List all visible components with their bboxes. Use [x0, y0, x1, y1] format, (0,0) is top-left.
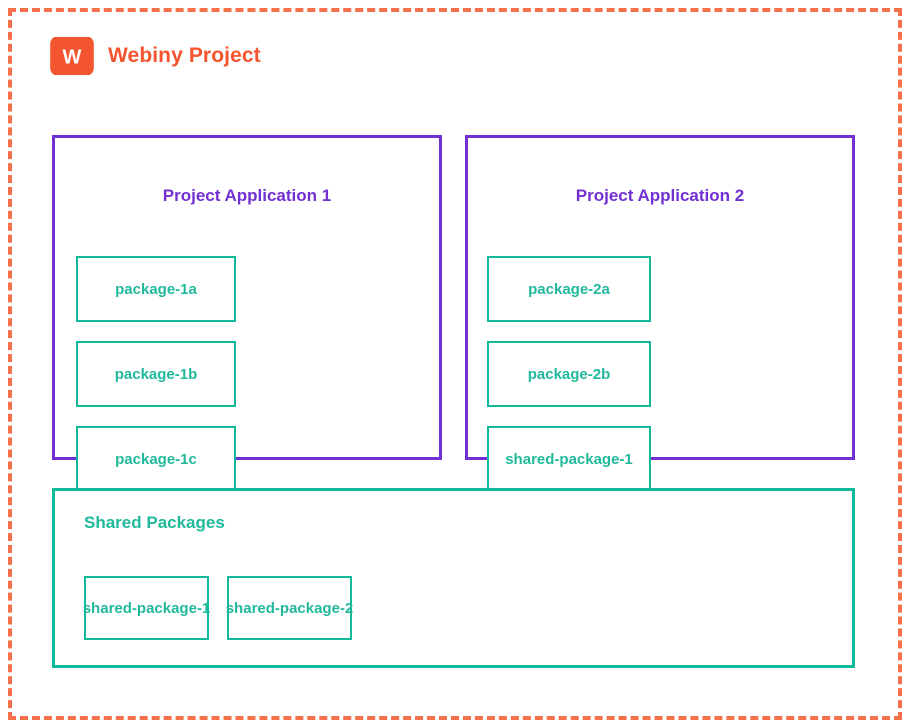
project-header: W Webiny Project	[50, 32, 261, 80]
package-label: package-2a	[528, 280, 610, 298]
application-container-1[interactable]: Project Application 1 package-1a package…	[52, 135, 442, 577]
package-label: shared-package-1	[505, 450, 633, 468]
shared-packages-grid: shared-package-1 shared-package-2	[82, 576, 354, 640]
shared-package-box[interactable]: shared-package-2	[225, 576, 354, 640]
package-label: package-2b	[527, 365, 611, 383]
package-label: package-1a	[115, 280, 197, 298]
webiny-hexagon-w-logo-icon: W	[50, 32, 94, 80]
package-label: package-1b	[114, 365, 198, 383]
package-box[interactable]: package-2a	[487, 256, 651, 322]
application-container-2[interactable]: Project Application 2 package-2a package…	[465, 135, 855, 577]
shared-package-label: shared-package-2	[225, 599, 354, 617]
package-box[interactable]: package-1b	[76, 341, 236, 407]
application-title-2: Project Application 2	[575, 186, 745, 205]
shared-package-label: shared-package-1	[82, 599, 211, 617]
package-box[interactable]: package-2b	[487, 341, 651, 407]
project-title: Webiny Project	[108, 44, 261, 67]
shared-packages-container[interactable]: Shared Packages shared-package-1 shared-…	[52, 488, 855, 668]
package-box[interactable]: shared-package-1	[487, 426, 651, 492]
application-title-1: Project Application 1	[162, 186, 332, 205]
package-box[interactable]: package-1a	[76, 256, 236, 322]
shared-package-box[interactable]: shared-package-1	[82, 576, 211, 640]
shared-packages-title: Shared Packages	[84, 513, 225, 532]
package-label: package-1c	[115, 450, 197, 468]
svg-text:W: W	[63, 47, 82, 69]
package-box[interactable]: package-1c	[76, 426, 236, 492]
project-boundary	[8, 8, 902, 720]
